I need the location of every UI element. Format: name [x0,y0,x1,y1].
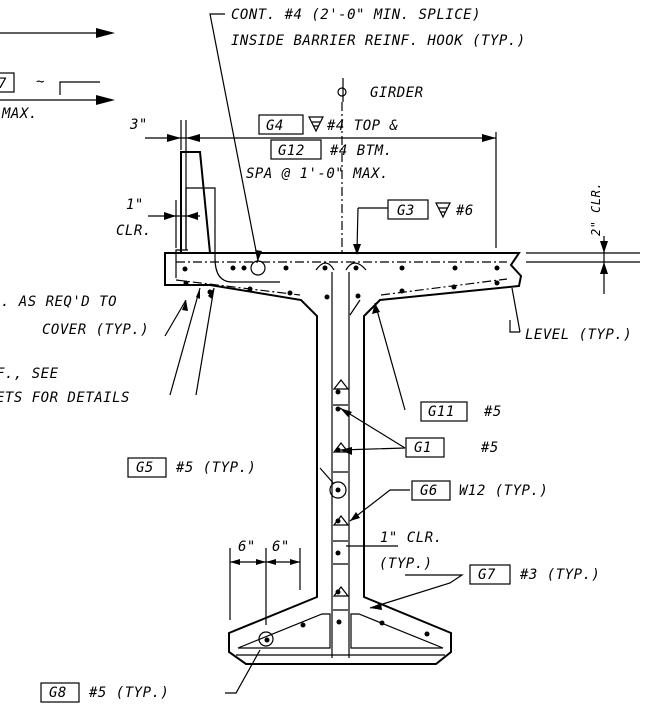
g5-bar-dot [335,487,341,493]
note-cont-hook-2: INSIDE BARRIER REINF. HOOK (TYP.) [231,33,526,49]
g3-box [387,199,429,220]
mark-g6: G6 [420,483,438,499]
rebar-dots [182,265,500,643]
flange-stirrup [237,613,444,649]
g11-box [420,401,468,422]
dim-one-inch: 1" [126,197,144,213]
dim-three-inch: 3" [129,117,148,133]
g7-box [469,564,511,585]
note-as-reqd: L. AS REQ'D TO [0,294,117,310]
g6-box [411,480,451,501]
note-g11: #5 [483,404,502,420]
note-spacing: SPA @ 1'-0" MAX. [246,166,389,182]
note-g6: W12 (TYP.) [459,483,548,499]
g12-box [270,139,322,160]
barrier-outline [180,151,211,254]
g8-bar-circle [258,631,274,647]
dim-six-a: 6" [238,539,256,555]
dim-one-inch-clr: CLR. [116,223,152,239]
note-reinf-see: F., SEE [0,366,59,382]
note-girder-cl: GIRDER [370,85,424,101]
barrier-bar-circle [250,260,266,276]
left-partial-mark: 7 [0,76,7,92]
g8-box [40,682,80,703]
note-g12: #4 BTM. [329,143,393,159]
left-partial-max: MAX. [1,106,38,122]
leaders [164,13,521,694]
mark-g7: G7 [478,567,496,583]
centerline-symbol [337,87,347,97]
g4-box [258,114,304,135]
left-arrowheads [96,28,115,105]
dim-two-inch-clr: 2" CLR. [589,182,603,236]
note-typ: (TYP.) [379,556,433,572]
mark-g5: G5 [136,460,154,476]
three-inch-arrow [167,134,181,142]
left-partial-arrows [0,32,110,101]
g1-box [405,437,445,458]
one-inch-dimension [148,200,200,248]
note-cont-hook-1: CONT. #4 (2'-0" MIN. SPLICE) [231,7,481,23]
g5-box [127,457,167,478]
left-partial-tilde: ~ [36,74,45,90]
stirrup-hooks [315,262,367,271]
leader-arrowheads [182,244,382,610]
slab-hook-bar [175,249,188,278]
top-bar-symbol [308,116,324,133]
two-inch-arrows [600,241,608,274]
mark-g1: G1 [414,440,432,456]
barrier-hook-bar [185,187,280,283]
note-g4: #4 TOP & [326,118,399,134]
mark-g11: G11 [428,404,455,420]
mark-g8: G8 [49,685,67,701]
mark-g3: G3 [397,203,415,219]
note-g7: #3 (TYP.) [519,567,600,583]
dim-six-b: 6" [272,539,290,555]
note-cover: COVER (TYP.) [42,322,149,338]
top-dimension-line [185,120,497,250]
girder-outline [164,252,523,665]
note-g1: #5 [480,440,499,456]
mark-g12: G12 [278,143,305,159]
note-one-clr: 1" CLR. [380,530,443,546]
stirrup-triangles [332,379,350,611]
mark-g4: G4 [266,118,284,134]
g5-bar-circle [329,481,347,499]
web-stirrup [331,272,350,658]
three-inch-dimension [145,120,186,150]
note-g5: #5 (TYP.) [175,460,256,476]
two-inch-dimension [526,236,640,294]
six-inch-arrows [230,559,300,565]
g3-bar-symbol [435,202,451,219]
note-g8: #5 (TYP.) [88,685,169,701]
note-g3: #6 [455,203,474,219]
one-inch-arrows [164,212,198,220]
six-inch-dimensions [229,548,301,625]
note-sheets-details: ETS FOR DETAILS [0,390,130,406]
note-level: LEVEL (TYP.) [525,327,632,343]
left-partial-box [0,72,15,93]
